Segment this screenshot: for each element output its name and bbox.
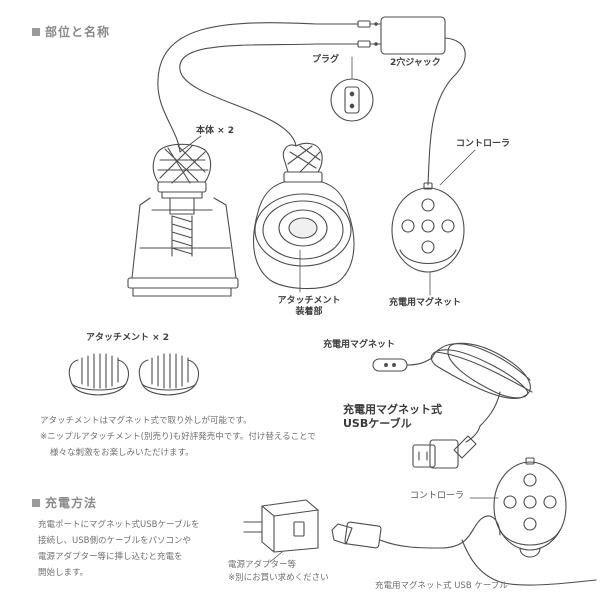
body-unit-left-icon: [127, 143, 239, 297]
label-controller-bottom: コントローラ: [410, 491, 465, 501]
charging-notes: 充電ポートにマグネット式USBケーブルを 接続し、USB側のケーブルをパソコンや…: [38, 517, 238, 581]
label-body: 本体 × 2: [196, 126, 235, 136]
jack-box-icon: [380, 16, 446, 55]
attachment-note-line2: ※ニップルアタッチメント(別売り)も好評発売中です。付け替えることで: [40, 432, 316, 442]
charging-note-line3: 電源アダプター等に挿し込むと充電を: [38, 552, 183, 562]
attachment-note-line1: アタッチメントはマグネット式で取り外しが可能です。: [40, 416, 252, 426]
label-magnet-usb-cable: 充電用マグネット式 USBケーブル: [343, 403, 442, 431]
plug-icon: [315, 20, 381, 48]
power-adapter-icon: [243, 499, 319, 553]
body-cables: [157, 22, 466, 186]
charging-magnet-cable-icon: [372, 342, 533, 469]
charging-note-line2: 接続し、USB側のケーブルをパソコンや: [38, 536, 191, 546]
attachment-notes: アタッチメントはマグネット式で取り外しが可能です。 ※ニップルアタッチメント(別…: [40, 413, 340, 461]
label-power-adapter-line1: 電源アダプター等: [228, 560, 297, 570]
charging-note-line4: 開始します。: [38, 568, 89, 578]
label-power-adapter-line2: ※別にお買い求めください: [228, 573, 329, 583]
label-magnet-usb-cable-line2: USBケーブル: [343, 416, 412, 430]
usb-cable-bottom-icon: [331, 515, 597, 586]
section-title-charging: 充電方法: [32, 496, 97, 511]
attachment-note-line3: 様々な刺激をお楽しみいただけます。: [50, 448, 194, 458]
label-controller-top: コントローラ: [456, 139, 511, 149]
controller-bottom-icon: [469, 457, 567, 558]
section-title-parts: 部位と名称: [32, 25, 110, 40]
jack-zoom-icon: [330, 78, 374, 122]
attachment-right-icon: [138, 353, 200, 396]
label-magnet-usb-cable-line1: 充電用マグネット式: [343, 403, 442, 416]
label-bottom-cable: 充電用マグネット式 USB ケーブル: [375, 581, 508, 591]
label-attachment-mount-line1: アタッチメント: [277, 296, 341, 306]
attachment-left-icon: [68, 353, 130, 396]
controller-top-icon: [391, 182, 465, 273]
label-jack: 2穴ジャック: [390, 58, 441, 68]
label-charging-magnet-top: 充電用マグネット: [389, 298, 462, 308]
label-plug: プラグ: [312, 55, 340, 65]
body-unit-right-icon: [253, 142, 355, 290]
section-square-icon: [32, 28, 40, 36]
leader-lines-top: [179, 56, 476, 296]
charging-note-line1: 充電ポートにマグネット式USBケーブルを: [38, 520, 200, 530]
label-power-adapter: 電源アダプター等 ※別にお買い求めください: [228, 559, 358, 585]
section-square-icon: [32, 499, 40, 507]
label-charging-magnet-cable-end: 充電用マグネット: [323, 340, 396, 350]
label-attachment-mount-line2: 装着部: [295, 307, 323, 318]
label-attachments: アタッチメント × 2: [86, 333, 170, 343]
label-attachment-mount: アタッチメント 装着部: [277, 296, 341, 319]
